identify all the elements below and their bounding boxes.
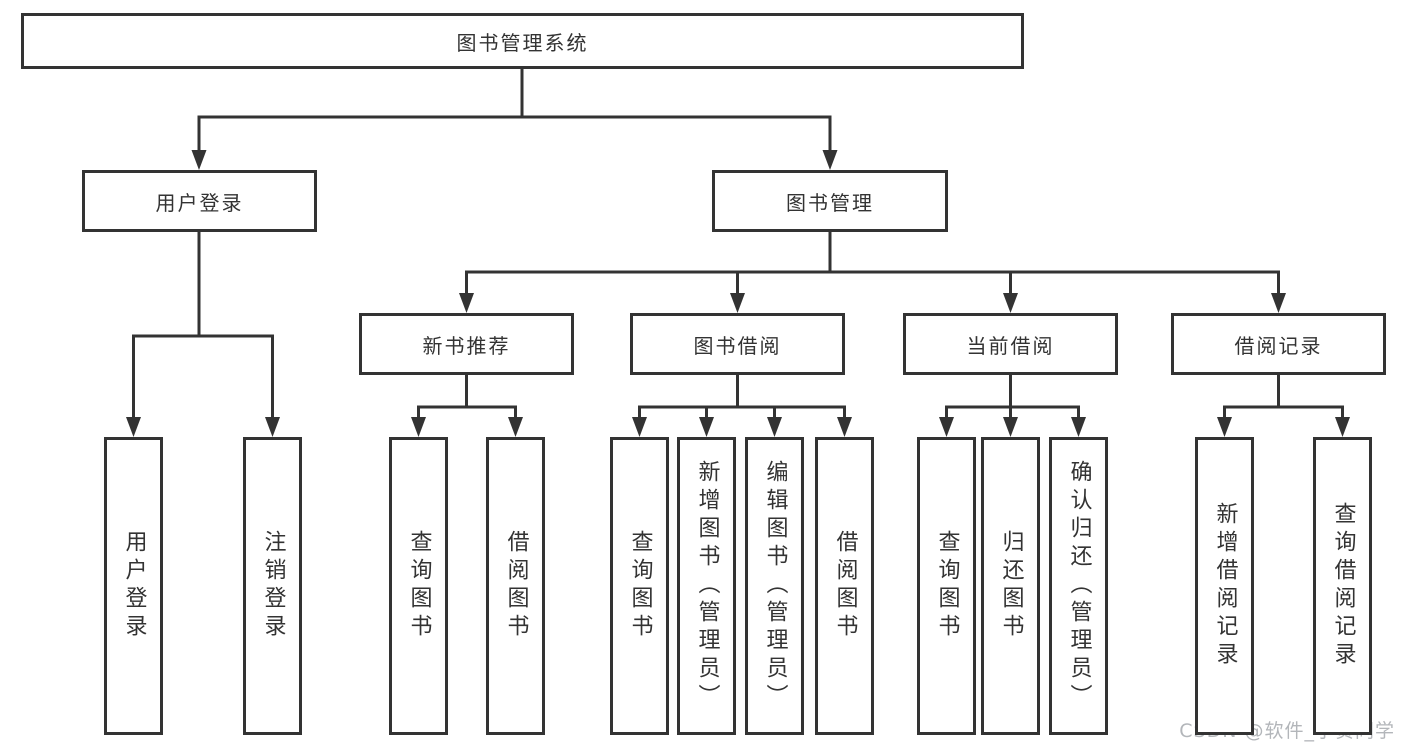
leaf-logout: 注销登录 [243,437,302,735]
leaf-user-login-label: 用户登录 [121,530,147,642]
leaf-borrow-add-label: 新增图书（管理员） [694,460,720,712]
node-root-label: 图书管理系统 [456,30,589,55]
leaf-borrow-book: 借阅图书 [815,437,874,735]
leaf-records-add-label: 新增借阅记录 [1212,502,1238,670]
node-book-management-label: 图书管理 [786,190,874,215]
leaf-borrow-add: 新增图书（管理员） [677,437,736,735]
node-new-book-rec-label: 新书推荐 [422,333,511,358]
connector-borrow-records [1217,374,1350,437]
node-book-borrow-label: 图书借阅 [693,333,782,358]
connector-book-borrow [632,374,852,437]
node-user-login: 用户登录 [82,170,317,232]
leaf-current-query-label: 查询图书 [934,530,960,642]
leaf-logout-label: 注销登录 [260,530,286,642]
connector-new-book-rec [411,374,523,437]
leaf-borrow-book-label: 借阅图书 [832,530,858,642]
leaf-newbook-borrow-label: 借阅图书 [503,530,529,642]
leaf-records-add: 新增借阅记录 [1195,437,1254,735]
leaf-records-query-label: 查询借阅记录 [1330,502,1356,670]
leaf-newbook-borrow: 借阅图书 [486,437,545,735]
node-book-borrow: 图书借阅 [630,313,845,375]
leaf-current-return-label: 归还图书 [998,530,1024,642]
leaf-borrow-query: 查询图书 [610,437,669,735]
node-current-borrow-label: 当前借阅 [966,333,1055,358]
connector-user-login [126,231,280,437]
connector-root [191,67,838,170]
leaf-records-query: 查询借阅记录 [1313,437,1372,735]
node-user-login-label: 用户登录 [155,190,244,215]
connector-book-management [459,231,1286,313]
leaf-borrow-edit-label: 编辑图书（管理员） [762,460,788,712]
leaf-current-query: 查询图书 [917,437,976,735]
leaf-borrow-edit: 编辑图书（管理员） [745,437,804,735]
connector-current-borrow [939,374,1086,437]
leaf-current-return: 归还图书 [981,437,1040,735]
node-book-management: 图书管理 [712,170,948,232]
leaf-newbook-query-label: 查询图书 [406,530,432,642]
node-borrow-records-label: 借阅记录 [1234,333,1323,358]
leaf-current-confirm-label: 确认归还（管理员） [1066,460,1092,712]
node-borrow-records: 借阅记录 [1171,313,1386,375]
leaf-borrow-query-label: 查询图书 [627,530,653,642]
leaf-current-confirm: 确认归还（管理员） [1049,437,1108,735]
node-new-book-rec: 新书推荐 [359,313,574,375]
node-root: 图书管理系统 [21,13,1024,69]
leaf-newbook-query: 查询图书 [389,437,448,735]
leaf-user-login: 用户登录 [104,437,163,735]
node-current-borrow: 当前借阅 [903,313,1118,375]
